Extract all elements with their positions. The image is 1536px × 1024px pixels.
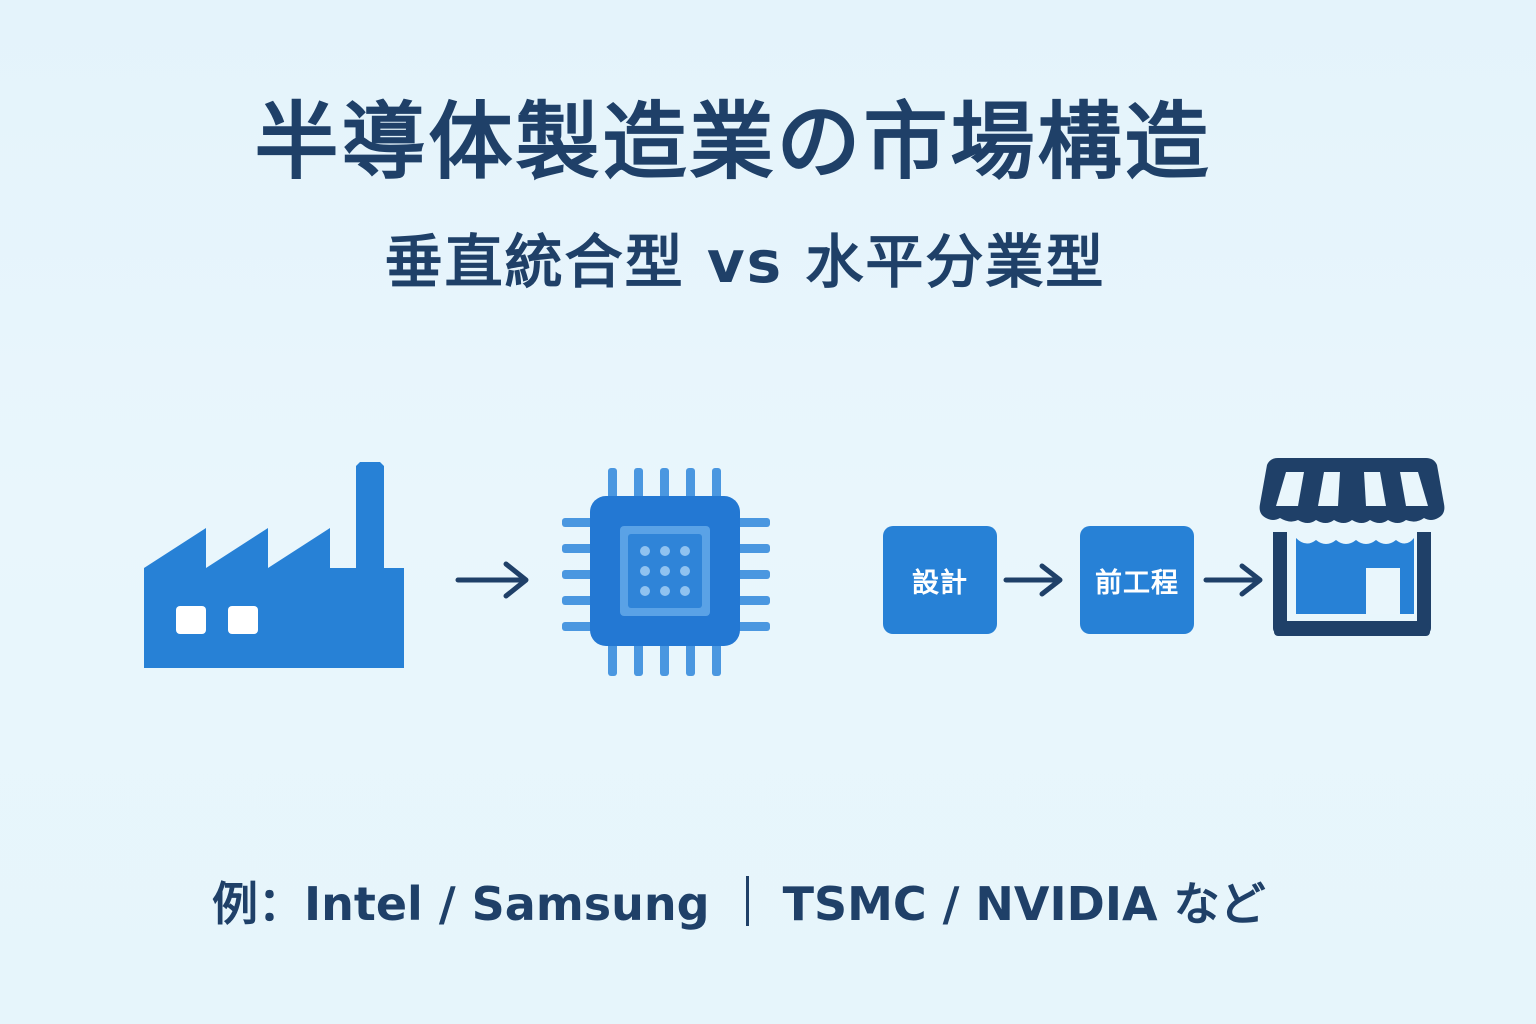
page-subtitle: 垂直統合型 vs 水平分業型 (384, 228, 1106, 296)
examples-footer: 例：Intel / Samsung TSMC / NVIDIA など (212, 866, 1266, 936)
store-icon (1259, 458, 1445, 636)
arrow-right-icon (1203, 563, 1263, 597)
horizontal-examples: TSMC / NVIDIA など (782, 877, 1266, 931)
arrow-right-icon (1003, 563, 1063, 597)
chip-icon (562, 468, 770, 676)
factory-icon (144, 462, 404, 668)
step-front-end: 前工程 (1080, 526, 1194, 634)
page-title: 半導体製造業の市場構造 (254, 93, 1212, 191)
step-design: 設計 (883, 526, 997, 634)
arrow-right-icon (455, 561, 529, 599)
divider (745, 876, 749, 926)
vertical-examples: 例：Intel / Samsung (212, 877, 710, 931)
